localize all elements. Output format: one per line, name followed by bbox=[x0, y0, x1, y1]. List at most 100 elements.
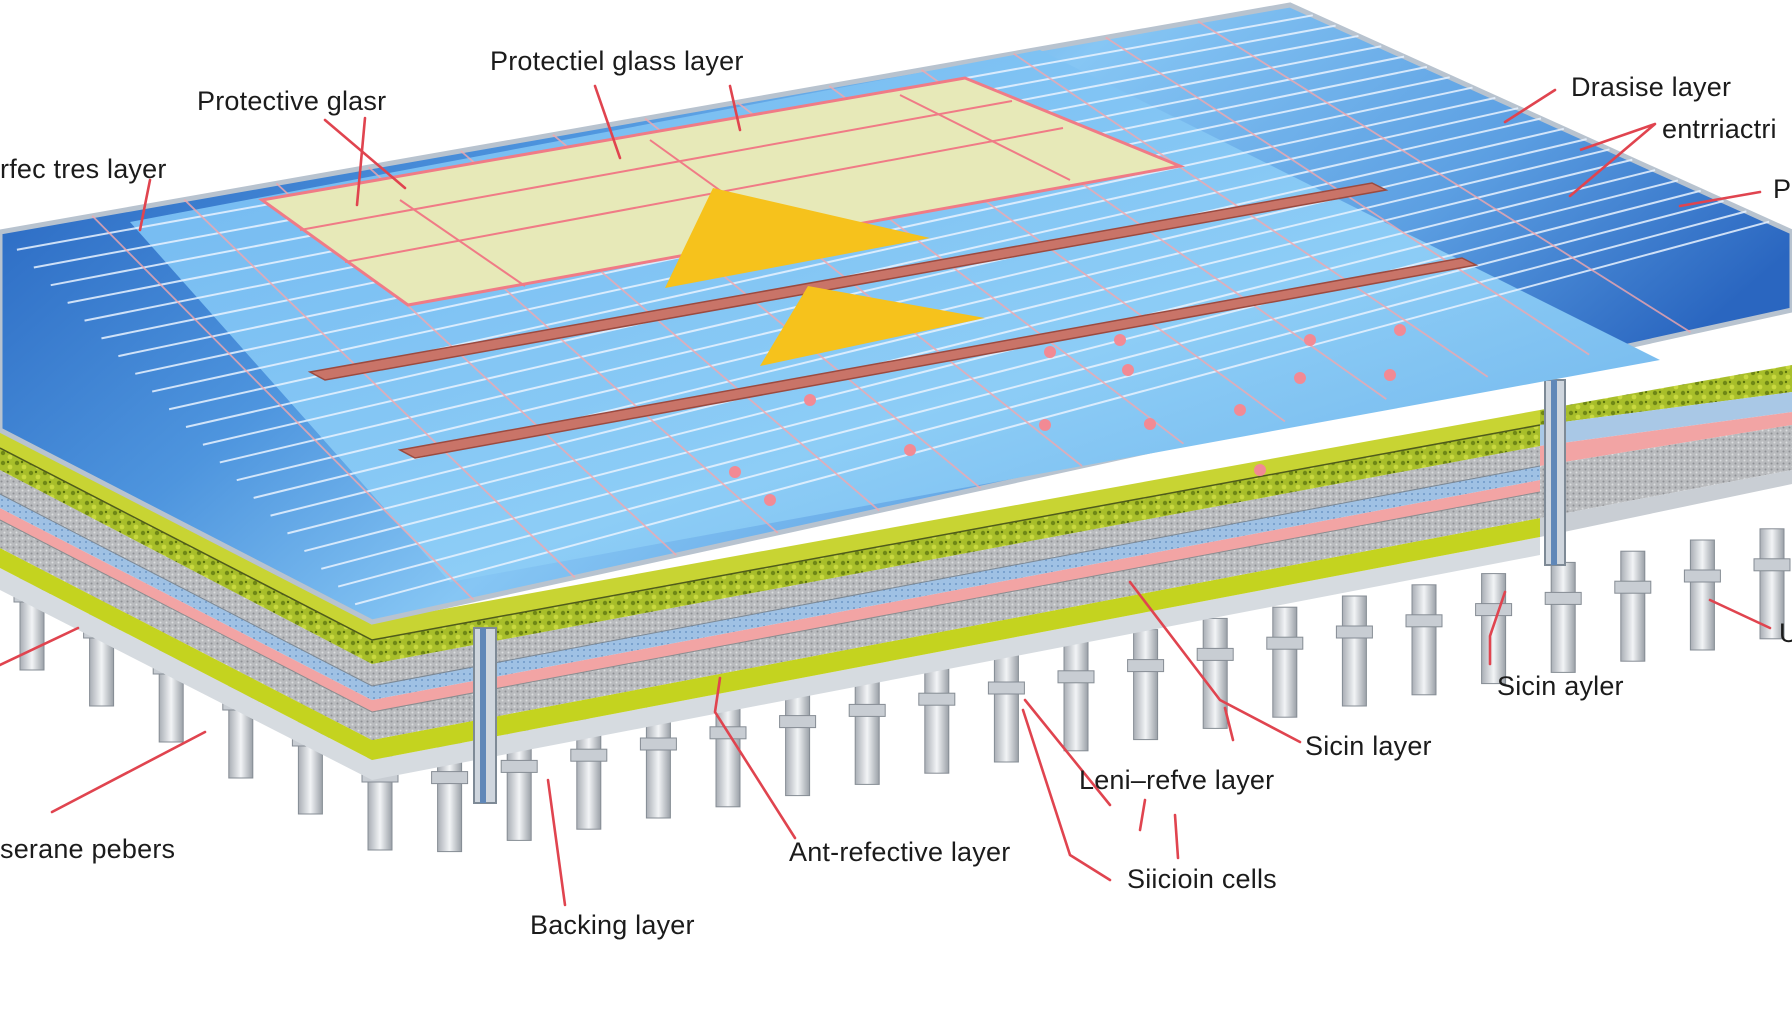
label-anti-reflective-layer: Ant-refective layer bbox=[789, 837, 1011, 867]
support-fin-flange bbox=[779, 715, 817, 729]
leader-line bbox=[323, 118, 407, 190]
bus-bar-lower bbox=[397, 257, 1479, 459]
contact-dots bbox=[729, 324, 1406, 506]
cell-column-line bbox=[1013, 52, 1489, 378]
leader-line bbox=[138, 178, 152, 232]
label-drasise-layer: Drasise layer bbox=[1571, 72, 1732, 102]
label-reflective-layer: rfec tres layer bbox=[0, 154, 167, 184]
support-fin bbox=[1550, 561, 1576, 673]
contact-dot bbox=[1254, 464, 1266, 476]
support-fin bbox=[1759, 528, 1785, 640]
support-fin-flange bbox=[1614, 580, 1652, 594]
support-fin-flange bbox=[1266, 636, 1304, 650]
label-protective-glass-layer: Protectiel glass layer bbox=[490, 46, 744, 76]
sunlight-triangle-lower bbox=[760, 286, 985, 366]
leader-line bbox=[50, 730, 207, 814]
support-fin-flange bbox=[500, 759, 538, 773]
contact-dot bbox=[1144, 418, 1156, 430]
support-fin-flange bbox=[639, 737, 677, 751]
label-leni-refve-layer: Leni–refve layer bbox=[1079, 765, 1275, 795]
cell-row-line bbox=[354, 220, 1770, 606]
support-fin bbox=[1063, 640, 1089, 752]
contact-dot bbox=[804, 394, 816, 406]
leader-line bbox=[713, 676, 797, 840]
support-fin bbox=[993, 651, 1019, 763]
contact-dot bbox=[1039, 419, 1051, 431]
label-p: P bbox=[1773, 174, 1792, 204]
support-fins bbox=[13, 528, 1791, 853]
contact-dot bbox=[729, 466, 741, 478]
leader-line bbox=[1488, 590, 1507, 666]
contact-dot bbox=[1304, 334, 1316, 346]
leader-line bbox=[1021, 708, 1112, 882]
label-sicin-ayler: Sicin ayler bbox=[1497, 671, 1624, 701]
label-u: U bbox=[1779, 618, 1792, 648]
support-fin bbox=[1133, 629, 1159, 741]
support-fin-flange bbox=[1196, 647, 1234, 661]
support-fin-flange bbox=[1544, 591, 1582, 605]
contact-dot bbox=[1294, 372, 1306, 384]
leader-line bbox=[1223, 706, 1235, 742]
leader-line bbox=[1708, 598, 1772, 630]
support-fin-flange bbox=[1475, 603, 1513, 617]
support-fin bbox=[1620, 550, 1646, 662]
leader-line bbox=[355, 116, 367, 207]
label-sicin-layer: Sicin layer bbox=[1305, 731, 1432, 761]
contact-dot bbox=[764, 494, 776, 506]
cell-column-line bbox=[1197, 20, 1692, 334]
support-fin bbox=[1272, 606, 1298, 718]
leader-line bbox=[0, 626, 80, 667]
contact-dot bbox=[1394, 324, 1406, 336]
leader-line bbox=[1128, 580, 1302, 744]
leader-lines bbox=[0, 84, 1772, 907]
contact-dot bbox=[1122, 364, 1134, 376]
support-fin-flange bbox=[1335, 625, 1373, 639]
support-fin-flange bbox=[1405, 614, 1443, 628]
cell-row-line bbox=[287, 179, 1679, 535]
support-fin-flange bbox=[1683, 569, 1721, 583]
support-fin bbox=[1689, 539, 1715, 651]
leader-line bbox=[1568, 122, 1657, 198]
sunlight-triangle-upper bbox=[665, 188, 930, 288]
leader-line bbox=[1678, 190, 1762, 208]
contact-dot bbox=[1044, 346, 1056, 358]
contact-dot bbox=[904, 444, 916, 456]
contact-dot bbox=[1384, 369, 1396, 381]
support-fin bbox=[854, 673, 880, 785]
label-entrriactri: entrriactri bbox=[1662, 114, 1777, 144]
cell-column-line bbox=[183, 198, 576, 579]
support-fin-flange bbox=[1057, 670, 1095, 684]
support-fin bbox=[1481, 573, 1507, 685]
support-fin bbox=[1341, 595, 1367, 707]
support-fin-flange bbox=[918, 692, 956, 706]
support-fin bbox=[1411, 584, 1437, 696]
support-fin-flange bbox=[570, 748, 608, 762]
support-fin-flange bbox=[987, 681, 1025, 695]
label-protective-glass: Protective glasr bbox=[197, 86, 387, 116]
support-fin bbox=[715, 696, 741, 808]
cell-row-line bbox=[202, 127, 1565, 446]
label-serane-pebers: serane pebers bbox=[0, 834, 176, 864]
panel-top-surface bbox=[0, 2, 1792, 625]
support-fin bbox=[1202, 617, 1228, 729]
support-fin-flange bbox=[431, 771, 469, 785]
support-fin-flange bbox=[1753, 558, 1791, 572]
leader-line bbox=[1023, 698, 1112, 807]
leader-line bbox=[593, 84, 622, 160]
cell-row-line bbox=[337, 210, 1747, 588]
bus-bar-upper bbox=[307, 182, 1389, 381]
cell-column-line bbox=[91, 215, 475, 601]
cell-row-line bbox=[321, 200, 1724, 570]
support-fin bbox=[924, 662, 950, 774]
contact-dot bbox=[1114, 334, 1126, 346]
leader-line bbox=[728, 84, 742, 132]
label-backing-layer: Backing layer bbox=[530, 910, 695, 940]
cell-row-line bbox=[270, 169, 1656, 517]
support-fin bbox=[785, 685, 811, 797]
leader-line bbox=[1503, 88, 1557, 124]
contact-dot bbox=[1234, 404, 1246, 416]
leader-line bbox=[546, 778, 567, 907]
label-siicioin-cells: Siicioin cells bbox=[1127, 864, 1277, 894]
leader-line bbox=[1173, 813, 1180, 860]
